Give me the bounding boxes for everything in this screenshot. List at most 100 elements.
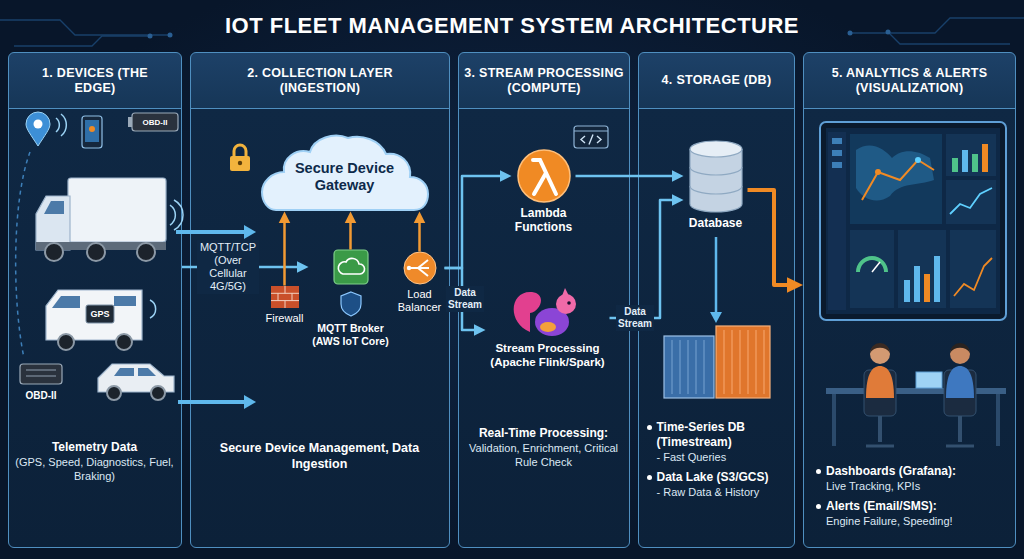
dashboard-monitor-part xyxy=(862,160,934,200)
dashboard-monitor-part xyxy=(915,157,921,163)
layer-text: Dashboards (Grafana): xyxy=(814,464,1004,479)
obd-device-top xyxy=(128,113,178,131)
database-icon-part xyxy=(690,167,742,194)
van-part xyxy=(58,334,74,350)
dashboard-monitor-part xyxy=(934,256,940,302)
node-label: Firewall xyxy=(262,312,308,325)
code-window-icon-part xyxy=(574,131,608,132)
arrow-head xyxy=(297,261,309,273)
phone-device-part xyxy=(82,116,102,148)
storage-arrow-part xyxy=(715,237,718,314)
cloud-outline xyxy=(262,135,428,209)
connector-line xyxy=(748,190,792,285)
gps-pin-part xyxy=(26,112,50,146)
layer-text: Secure Device Management, Data Ingestion xyxy=(220,440,420,472)
storage-arrow-part xyxy=(710,312,722,323)
car-part xyxy=(98,364,174,392)
dashboard-monitor-part xyxy=(858,258,886,272)
arrow-head xyxy=(500,170,512,182)
connector-line xyxy=(283,220,286,286)
edge-label: MQTT/TCP (Over Cellular 4G/5G) xyxy=(197,240,259,294)
layer-panel: 5. ANALYTICS & ALERTS (VISUALIZATION)Das… xyxy=(803,52,1016,548)
dashboard-monitor-part xyxy=(946,134,996,176)
connector xyxy=(445,268,486,336)
layer-heading: 2. COLLECTION LAYER (INGESTION) xyxy=(210,53,430,108)
dashboard-monitor-part xyxy=(914,266,920,302)
dashboard-monitor-part xyxy=(832,138,842,144)
broker-icon xyxy=(334,250,368,316)
person-right-part xyxy=(958,416,962,442)
person-right-part xyxy=(946,366,974,398)
gateway-cloud: Secure Device Gateway xyxy=(262,134,428,212)
dashboard-monitor-part xyxy=(972,154,978,172)
load-balancer-node: Load Balancer xyxy=(395,252,445,314)
containers-icon-part xyxy=(716,326,770,398)
layer-body: Dashboards (Grafana):Live Tracking, KPIs… xyxy=(814,464,1004,528)
van-part xyxy=(116,334,132,350)
desk-scene xyxy=(826,372,1006,446)
load-balancer-icon-part xyxy=(404,252,436,284)
dashboard-monitor-part xyxy=(850,134,942,224)
obd-device-top-part xyxy=(128,117,132,127)
circuit-dots-part xyxy=(886,30,891,35)
layer-body: Secure Device Management, Data Ingestion xyxy=(220,440,420,472)
dashboard-monitor xyxy=(820,122,1006,320)
arrow-head xyxy=(672,170,684,182)
arrow-head xyxy=(279,212,291,224)
phone-device-part xyxy=(89,126,95,132)
flink-squirrel-icon xyxy=(514,288,576,336)
gps-pin-part xyxy=(56,114,66,136)
truck-part xyxy=(68,178,166,242)
lambda-icon xyxy=(518,150,570,202)
flow-arrows-part xyxy=(244,395,256,409)
connector xyxy=(182,261,309,273)
connector xyxy=(414,212,426,252)
storage-arrow xyxy=(710,237,722,323)
node-label: Secure Device Gateway xyxy=(284,160,406,194)
layer-text: Alerts (Email/SMS): xyxy=(814,499,1004,514)
load-balancer-icon-part xyxy=(407,266,411,270)
dashboard-monitor-part xyxy=(850,230,894,308)
connector-line xyxy=(418,220,421,252)
truck-part xyxy=(36,242,166,250)
circuit-dots-part xyxy=(148,34,153,39)
van-part xyxy=(46,290,142,340)
truck-part xyxy=(36,196,70,250)
dashboard-monitor-part xyxy=(872,262,880,272)
lambda-icon-part xyxy=(533,160,556,194)
label-anchor: GPS xyxy=(90,309,109,319)
layer-panel: 4. STORAGE (DB)Time-Series DB (Timestrea… xyxy=(638,52,795,548)
connector xyxy=(610,194,684,318)
layer-text: Telemetry Data xyxy=(13,440,177,455)
load-balancer-icon-part xyxy=(409,260,429,276)
database-icon-part xyxy=(690,141,742,157)
connector xyxy=(345,212,357,250)
gps-pin xyxy=(26,112,66,146)
truck-part xyxy=(87,243,105,261)
flow-arrows-part xyxy=(176,230,246,234)
flow-arrows-part xyxy=(178,400,246,404)
arrow-head xyxy=(345,212,357,224)
dashboard-monitor-part xyxy=(904,280,910,302)
car xyxy=(98,364,174,400)
code-window-icon xyxy=(574,126,608,148)
obd-device-bottom-part xyxy=(20,364,62,384)
firewall-icon-part xyxy=(271,286,299,308)
connector-line xyxy=(445,268,478,330)
arrow-head xyxy=(474,324,486,336)
connector-line xyxy=(610,200,676,318)
title-bar: IOT FLEET MANAGEMENT SYSTEM ARCHITECTURE xyxy=(0,12,1024,39)
flink-squirrel-icon-part xyxy=(514,292,541,332)
node-label: Load Balancer xyxy=(395,288,445,314)
flink-squirrel-icon-part xyxy=(562,288,569,296)
edge-label-anchor: MQTT/TCP (Over Cellular 4G/5G) xyxy=(197,240,259,294)
person-right-part xyxy=(946,445,974,448)
truck-part xyxy=(44,201,64,214)
van-part xyxy=(86,305,114,323)
connector-line xyxy=(445,176,504,268)
load-balancer-icon xyxy=(404,252,436,284)
edge-label: Data Stream xyxy=(616,305,654,331)
connector-line xyxy=(576,175,676,178)
dashboard-monitor-part xyxy=(898,230,946,308)
obd-device-top-part xyxy=(132,113,178,131)
